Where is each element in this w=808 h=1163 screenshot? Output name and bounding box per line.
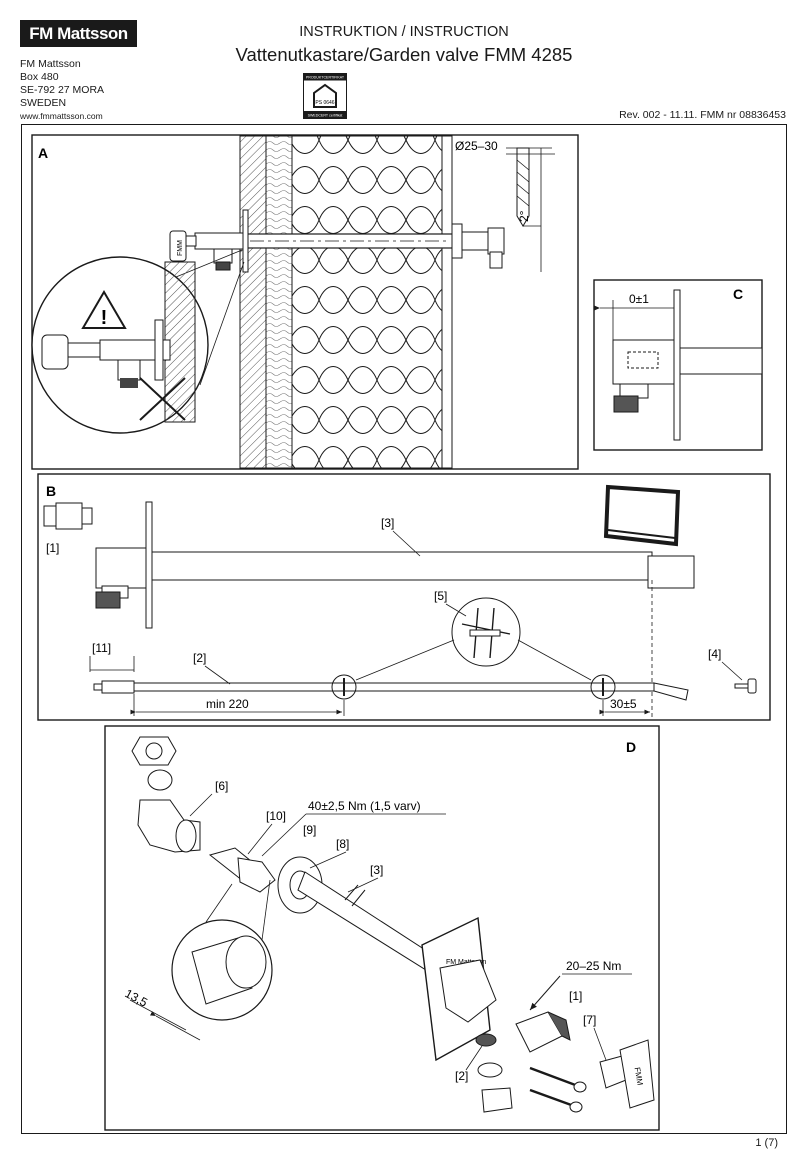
callout-9: [9] [303,823,316,837]
torque-20: 20–25 Nm [566,959,621,973]
website-link[interactable]: www.fmmattsson.com [20,111,103,121]
callout-5: [5] [434,589,447,603]
panel-b: B [1] [3] [11] [2] [37,473,771,721]
saw-icon [603,484,681,547]
address-line: FM Mattsson [20,58,81,70]
cert-top-text: PRODUKTCERTIFIKAT [306,76,345,80]
panel-a-label: A [38,145,48,161]
address-line: SE-792 27 MORA [20,84,105,96]
callout-2-d: [2] [455,1069,468,1083]
key-text: FMM [633,1067,645,1087]
callout-3-d: [3] [370,863,383,877]
document-title: INSTRUKTION / INSTRUCTION [299,24,509,40]
instruction-frame [21,124,787,1134]
dim-min-220: min 220 [206,697,249,711]
brand-logo: FM Mattsson [20,20,137,47]
callout-8: [8] [336,837,349,851]
callout-2: [2] [193,651,206,665]
address-line: SWEDEN [20,97,67,109]
torque-40: 40±2,5 Nm (1,5 varv) [308,799,421,813]
dim-30: 30±5 [610,697,637,711]
company-address: FM Mattsson Box 480 SE-792 27 MORA SWEDE… [20,58,104,123]
product-title: Vattenutkastare/Garden valve FMM 4285 [235,44,573,65]
warning-icon [81,290,127,329]
panel-c-label: C [733,286,743,302]
page-number: 1 (7) [755,1137,778,1149]
callout-1: [1] [46,541,59,555]
callout-1-d: [1] [569,989,582,1003]
callout-3: [3] [381,516,394,530]
panel-d-label: D [626,739,636,755]
cert-code: PS 0646 [315,100,334,106]
angle-dim: 2° [517,210,531,222]
drill-diameter: Ø25–30 [455,139,498,153]
callout-4: [4] [708,647,721,661]
cert-bottom-text: SWEDCERT certifikat [308,113,343,117]
address-line: Box 480 [20,71,59,83]
certificate-badge: PRODUKTCERTIFIKAT PS 0646 SWEDCERT certi… [303,73,347,119]
callout-10: [10] [266,809,286,823]
panel-b-label: B [46,483,56,499]
revision-info: Rev. 002 - 11.11. FMM nr 08836453 [619,109,786,121]
valve-key-text: FMM [177,240,184,256]
callout-11: [11] [92,641,111,655]
callout-6: [6] [215,779,228,793]
panel-d: D [6] 40±2,5 Nm (1,5 varv) [10] [9] [8] … [104,725,660,1131]
flush-dim: 0±1 [629,292,649,306]
panel-a: A FMM Ø25–30 2° [31,134,579,470]
panel-c: C 0±1 [593,279,763,451]
callout-7: [7] [583,1013,596,1027]
svg-text:!: ! [101,307,108,329]
